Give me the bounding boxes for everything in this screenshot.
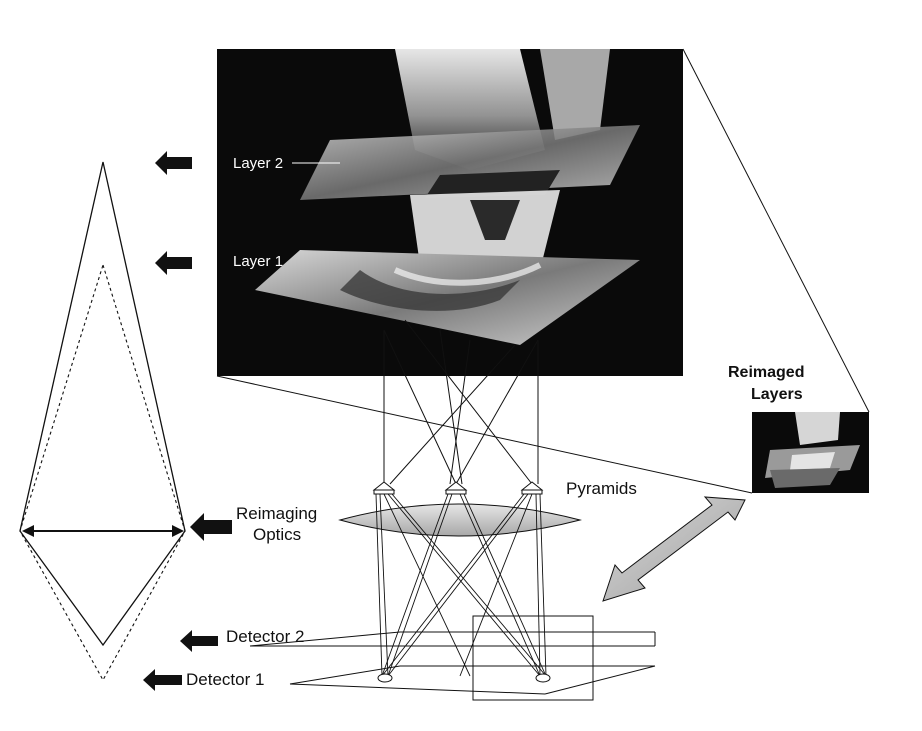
detector-2-label: Detector 2: [226, 627, 304, 646]
ray-bundle: [383, 319, 539, 485]
pyramid-prism-icon: [520, 481, 544, 495]
layer-1-label: Layer 1: [233, 253, 283, 270]
depth-diamond-figure: [19, 161, 186, 682]
layers-photo-panel: Layer 2 Layer 1: [217, 49, 683, 376]
detector-spot: [535, 673, 551, 683]
detector-spot: [377, 673, 393, 683]
detector-2-plane: [249, 631, 656, 647]
reimaged-layers-inset: [752, 412, 869, 493]
reimaging-lens: [338, 503, 582, 537]
left-arrow-icon: [155, 151, 192, 175]
reimaged-layers-label-line1: Reimaged: [728, 364, 804, 381]
double-headed-arrow-icon: [602, 496, 746, 602]
layer-2-label: Layer 2: [233, 155, 283, 172]
layer-2-plane: [300, 125, 640, 200]
pyramid-prism-icon: [372, 481, 396, 495]
pyramid-prism-icon: [444, 481, 468, 495]
left-arrow-icon: [155, 251, 192, 275]
zoom-line-upper: [682, 48, 870, 413]
left-arrow-icon: [143, 669, 182, 691]
reimaging-optics-label-line2: Optics: [253, 525, 301, 544]
left-arrow-icon: [180, 630, 218, 652]
magnified-region-box: [472, 615, 594, 701]
reimaging-optics-label-line1: Reimaging: [236, 504, 317, 523]
reimaged-layers-label-line2: Layers: [751, 386, 803, 403]
left-arrow-icon: [190, 513, 232, 541]
detector-1-plane: [289, 665, 656, 695]
pyramids-label: Pyramids: [566, 479, 637, 498]
detector-1-label: Detector 1: [186, 670, 264, 689]
